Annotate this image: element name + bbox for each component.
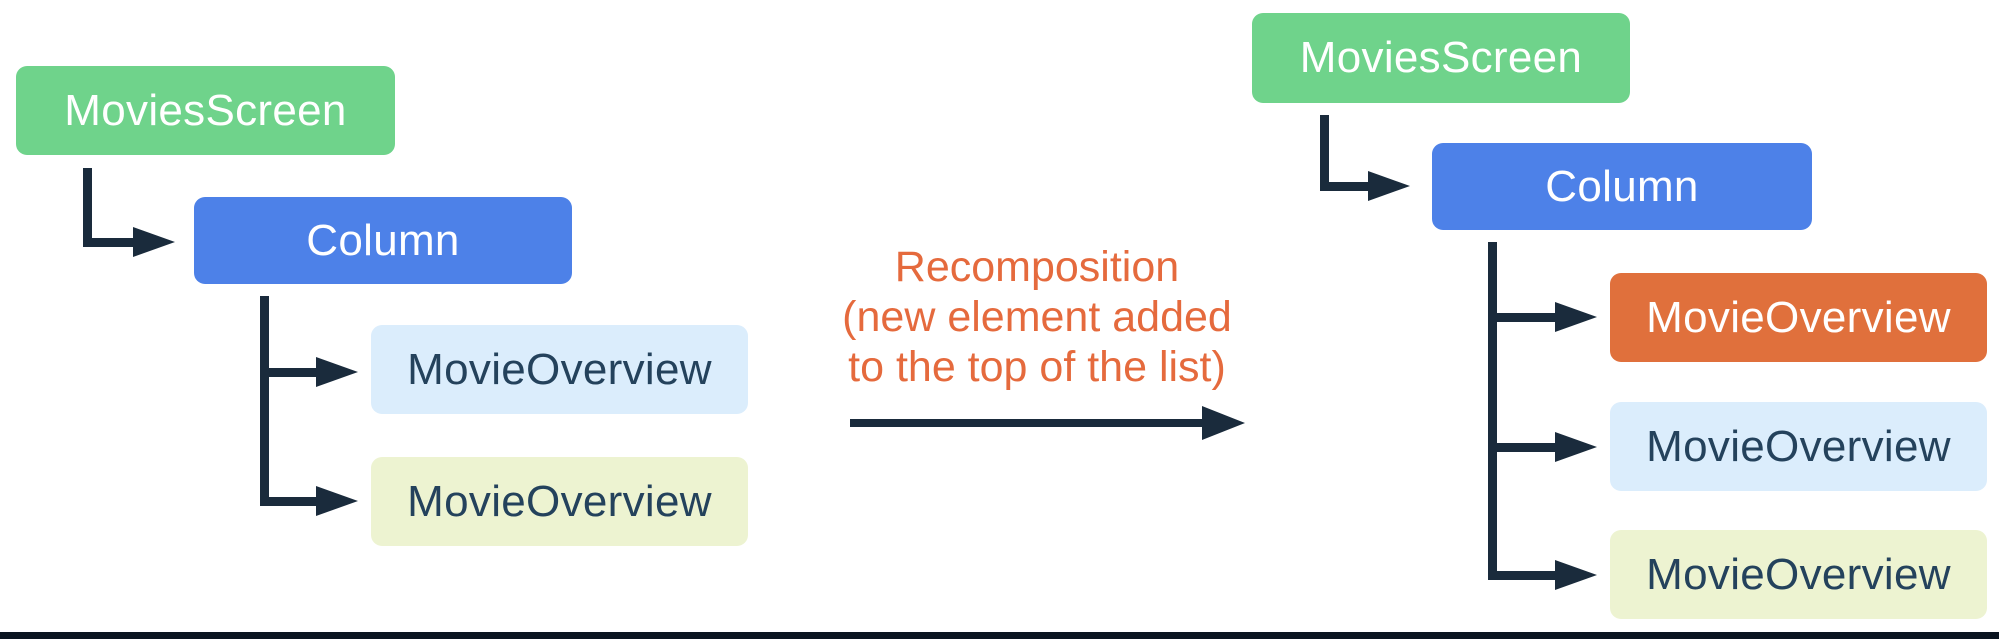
left-node-moviesscreen: MoviesScreen (16, 66, 395, 155)
right-elbow-vertical-line (1320, 115, 1329, 191)
recomposition-arrow-line (850, 419, 1202, 427)
right-node-movieoverview-new: MovieOverview (1610, 273, 1987, 362)
right-node-movieoverview-2: MovieOverview (1610, 530, 1987, 619)
right-trunk-vertical-line (1488, 242, 1497, 580)
right-branch2-line (1488, 443, 1555, 452)
right-elbow-horizontal-line (1320, 182, 1368, 191)
right-branch1-line (1488, 313, 1555, 322)
left-branch2-line (260, 497, 316, 506)
right-branch3-arrowhead-icon (1555, 560, 1597, 590)
left-branch1-arrowhead-icon (316, 357, 358, 387)
left-node-column: Column (194, 197, 572, 284)
annotation-line-3: to the top of the list) (848, 343, 1226, 391)
right-elbow-arrowhead-icon (1368, 171, 1410, 201)
right-branch2-arrowhead-icon (1555, 432, 1597, 462)
right-branch3-line (1488, 571, 1555, 580)
right-node-moviesscreen: MoviesScreen (1252, 13, 1630, 103)
bottom-edge-divider (0, 632, 1999, 639)
annotation-line-2: (new element added (842, 293, 1232, 341)
left-node-movieoverview-2: MovieOverview (371, 457, 748, 546)
recomposition-annotation: Recomposition (new element added to the … (827, 242, 1247, 392)
annotation-line-1: Recomposition (894, 243, 1180, 291)
left-node-movieoverview-1: MovieOverview (371, 325, 748, 414)
left-elbow-arrowhead-icon (133, 227, 175, 257)
left-trunk-vertical-line (260, 296, 269, 506)
right-branch1-arrowhead-icon (1555, 302, 1597, 332)
left-elbow-vertical-line (83, 168, 92, 247)
right-node-movieoverview-1: MovieOverview (1610, 402, 1987, 491)
left-branch1-line (260, 368, 316, 377)
left-elbow-horizontal-line (83, 238, 133, 247)
recomposition-arrowhead-icon (1202, 406, 1245, 440)
left-branch2-arrowhead-icon (316, 486, 358, 516)
right-node-column: Column (1432, 143, 1812, 230)
